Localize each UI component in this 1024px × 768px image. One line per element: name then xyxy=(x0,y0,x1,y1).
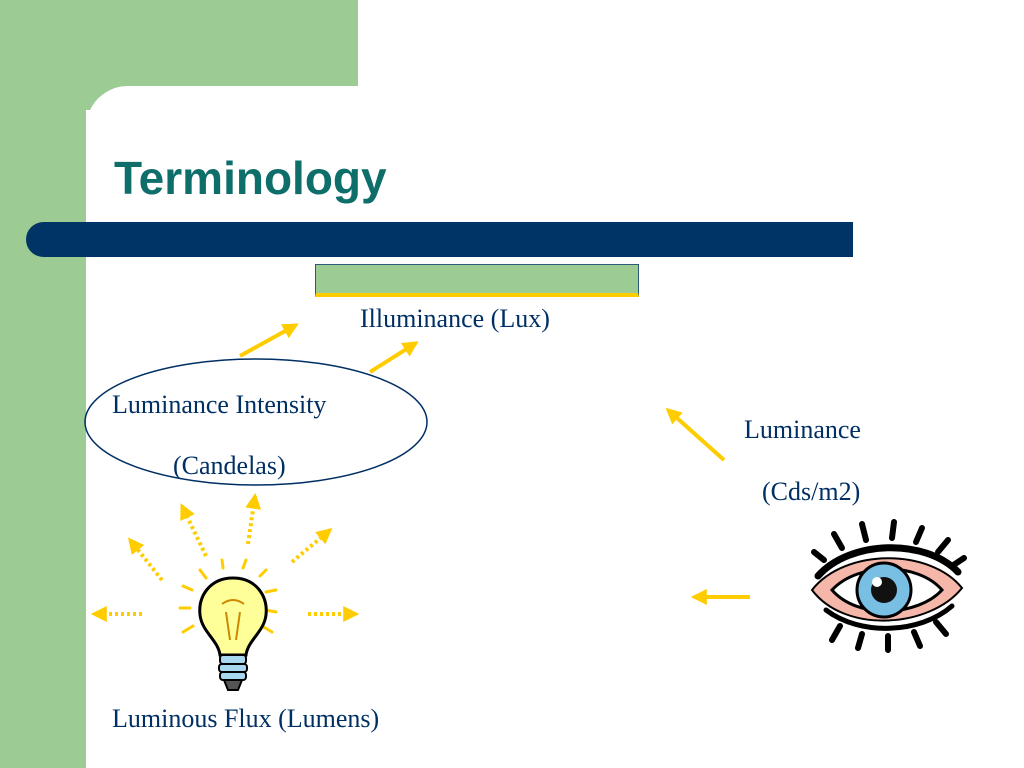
arrow-to-surface-1 xyxy=(239,323,299,358)
luminance-intensity-label: Luminance Intensity xyxy=(112,390,327,419)
candelas-label: (Candelas) xyxy=(173,451,286,480)
arrow-luminance-reflect xyxy=(665,407,726,462)
flux-arrow-up-right xyxy=(290,527,333,564)
slide-title: Terminology xyxy=(114,152,387,204)
illuminance-label: Illuminance (Lux) xyxy=(360,304,550,333)
flux-arrow-up-left xyxy=(180,503,208,557)
arrow-to-surface-2 xyxy=(368,341,419,374)
luminous-flux-label: Luminous Flux (Lumens) xyxy=(112,704,380,733)
flux-arrows xyxy=(90,492,360,622)
light-bulb-icon xyxy=(178,558,278,691)
intensity-ellipse xyxy=(84,358,428,486)
eye-icon xyxy=(810,519,967,653)
green-left-band xyxy=(0,0,86,768)
flux-arrow-up xyxy=(245,492,262,545)
flux-arrow-upper-left xyxy=(128,537,164,582)
luminance-label: Luminance xyxy=(744,415,861,444)
cds-m2-label: (Cds/m2) xyxy=(762,477,861,506)
illuminated-surface xyxy=(315,264,639,297)
title-underline-bar xyxy=(26,222,853,257)
